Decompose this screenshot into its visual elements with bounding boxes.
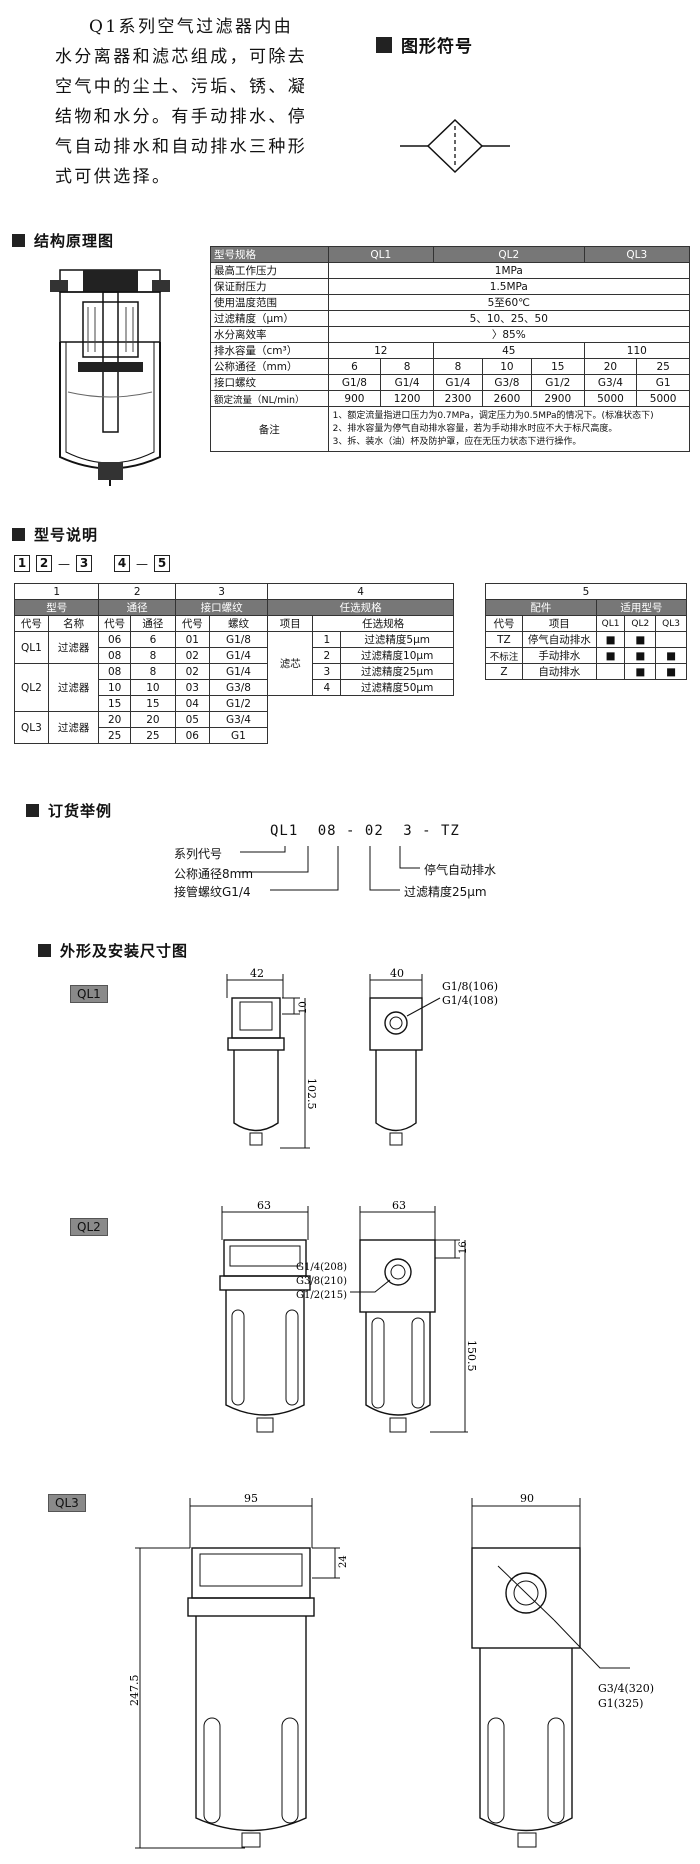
ql2-port-1: G1/4(208) <box>296 1262 347 1273</box>
spec-row: 排水容量（cm³） 12 45 110 <box>210 342 691 359</box>
table-row: QL2 过滤器 08 8 02 G1/4 3 过滤精度25μm <box>14 663 454 712</box>
filter-symbol-icon <box>400 118 510 174</box>
ql2-port-3: G1/2(215) <box>296 1290 347 1301</box>
fitting-table: 5 配件 适用型号 代号 项目 QL1 QL2 QL3 TZ 停气自动排水 ■ … <box>485 583 688 680</box>
ql2-top-label: 16 <box>458 1241 469 1254</box>
ql2-width-label: 63 <box>257 1200 271 1212</box>
spec-row: 保证耐压力 1.5MPa <box>210 278 691 295</box>
spec-notes-row: 备注 1、额定流量指进口压力为0.7MPa，调定压力为0.5MPa的情况下。(标… <box>210 406 691 452</box>
heading-square-icon <box>12 528 25 541</box>
ql3-width2-label: 90 <box>520 1492 534 1505</box>
ql3-port-2: G1(325) <box>598 1697 643 1710</box>
ql2-drawing: 63 63 16 150.5 G1/4(208) G3/8(210) G1/2(… <box>219 1200 478 1433</box>
ql1-drawing: 42 10 102.5 40 G1/8(106) G1/4(108) <box>226 968 498 1149</box>
spec-header-ql2: QL2 <box>432 246 585 263</box>
ql3-height-label: 247.5 <box>130 1675 141 1707</box>
ql2-port-2: G3/8(210) <box>296 1276 347 1287</box>
ql1-width-label: 42 <box>250 968 264 980</box>
table-row: Z 自动排水 ■ ■ <box>485 663 687 680</box>
table-row: 08 8 02 G1/4 2 过滤精度10μm <box>15 647 454 664</box>
model-table: 1 2 3 4 型号 通径 接口螺纹 任选规格 代号 名称 代号 通径 代号 螺… <box>13 583 454 744</box>
ql1-top-label: 10 <box>298 1001 309 1014</box>
table-row: TZ 停气自动排水 ■ ■ <box>485 631 687 648</box>
spec-header-ql3: QL3 <box>583 246 691 263</box>
symbol-heading: 图形符号 <box>376 32 473 57</box>
table-row: QL3 过滤器 20 20 05 G3/4 <box>14 711 454 744</box>
intro-text: Q1系列空气过滤器内由水分离器和滤芯组成，可除去空气中的尘土、污垢、锈、凝结物和… <box>55 12 310 192</box>
ql3-top-label: 24 <box>338 1555 349 1568</box>
table-row: 不标注 手动排水 ■ ■ ■ <box>485 647 687 664</box>
spec-header-label: 型号规格 <box>210 246 329 263</box>
ql2-height-label: 150.5 <box>465 1340 478 1372</box>
ql1-port-1: G1/8(106) <box>442 980 498 993</box>
heading-square-icon <box>376 36 392 53</box>
spec-row: 过滤精度（μm） 5、10、25、50 <box>210 310 691 327</box>
order-leader-lines <box>240 846 420 891</box>
ql3-drawing: 95 24 247.5 90 G3/4(320) G1(325) <box>130 1492 654 1849</box>
table-row: 10 10 03 G3/8 4 过滤精度50μm <box>15 679 454 696</box>
ql3-width-label: 95 <box>244 1492 258 1505</box>
ql3-tag: QL3 <box>48 1494 86 1512</box>
spec-row: 公称通径（mm） 6 8 8 10 15 20 25 <box>210 358 690 375</box>
ql1-height-label: 102.5 <box>305 1078 318 1110</box>
order-label-series: 系列代号 <box>174 847 223 861</box>
heading-square-icon <box>12 234 25 247</box>
ql1-port-2: G1/4(108) <box>442 994 498 1007</box>
order-heading: 订货举例 <box>26 800 112 821</box>
ql2-width2-label: 63 <box>392 1200 406 1212</box>
model-code-row: 1 2 — 3 4 — 5 <box>14 555 170 572</box>
order-label-drain: 停气自动排水 <box>424 863 497 877</box>
heading-square-icon <box>38 944 51 957</box>
spec-row: 接口螺纹 G1/8 G1/4 G1/4 G3/8 G1/2 G3/4 G1 <box>210 374 690 391</box>
spec-table: 型号规格 QL1 QL2 QL3 最高工作压力 1MPa 保证耐压力 1.5MP… <box>210 246 691 452</box>
ql2-tag: QL2 <box>70 1218 108 1236</box>
model-heading: 型号说明 <box>12 524 98 545</box>
ql3-port-1: G3/4(320) <box>598 1682 654 1695</box>
spec-header-row: 型号规格 QL1 QL2 QL3 <box>210 246 691 263</box>
spec-row: 额定流量（NL/min） 900 1200 2300 2600 2900 500… <box>210 390 690 407</box>
spec-header-ql1: QL1 <box>327 246 434 263</box>
ql1-tag: QL1 <box>70 985 108 1003</box>
order-label-precision: 过滤精度25μm <box>404 885 487 899</box>
structure-diagram <box>50 269 170 486</box>
spec-row: 最高工作压力 1MPa <box>210 262 691 279</box>
order-code: QL1 08 - 02 3 - TZ <box>270 823 460 839</box>
dimensions-heading: 外形及安装尺寸图 <box>38 940 188 961</box>
ql1-width2-label: 40 <box>390 968 404 980</box>
order-label-bore: 公称通径8mm <box>174 867 254 881</box>
table-row: 25 25 06 G1 <box>15 727 454 744</box>
spec-row: 水分离效率 〉85% <box>210 326 691 343</box>
table-row: QL1 过滤器 06 6 01 G1/8 滤芯 1 过滤精度5μm <box>14 631 454 696</box>
intro-paragraph: Q1系列空气过滤器内由水分离器和滤芯组成，可除去空气中的尘土、污垢、锈、凝结物和… <box>55 17 308 187</box>
order-label-thread: 接管螺纹G1/4 <box>174 885 251 899</box>
spec-row: 使用温度范围 5至60℃ <box>210 294 691 311</box>
structure-heading: 结构原理图 <box>12 230 114 251</box>
heading-square-icon <box>26 804 39 817</box>
